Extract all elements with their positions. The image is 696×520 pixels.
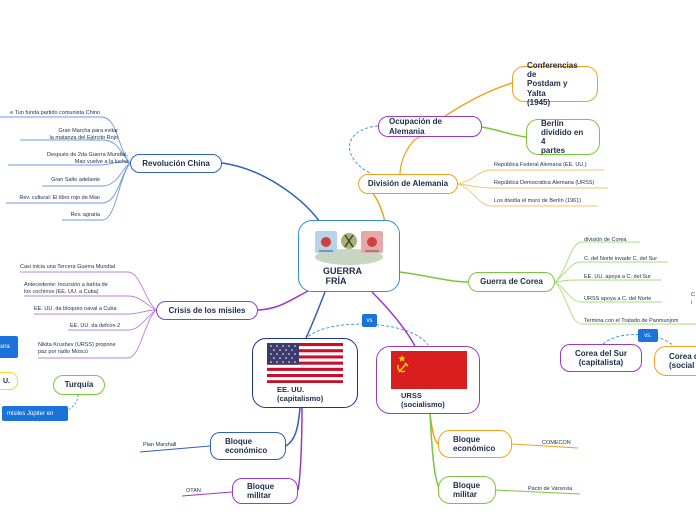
leaf-bloqueo-naval: EE. UU. da bloqueo naval a Cuba (34, 306, 117, 312)
urss-label: URSS(socialismo) (401, 391, 445, 409)
eeuu-card[interactable]: EE. UU.(capitalismo) (252, 338, 358, 408)
vs-corea-label: vs. (644, 332, 652, 339)
revolucion-china-node[interactable]: Revolución China (130, 154, 222, 173)
division-alemania-node[interactable]: División de Alemania (358, 174, 458, 194)
corea-sur-label: Corea del Sur(capitalista) (574, 348, 627, 367)
leaf-rev-cultural: Rev. cultural: El libro rojo de Mao (19, 195, 100, 201)
leaf-division-corea: división de Corea (584, 237, 627, 243)
partial-blue-box[interactable]: cera (0, 336, 18, 358)
vs-corea-badge[interactable]: vs. (638, 329, 658, 342)
eeuu-label: EE. UU.(capitalismo) (277, 385, 324, 403)
cold-war-illustration (315, 231, 383, 265)
leaf-cut-c: C (691, 292, 695, 298)
leaf-norte-invade: C. del Norte invade C. del Sur (584, 256, 658, 262)
leaf-panmunjom: Termina con el Tratado de Panmunjom (584, 318, 679, 324)
misiles-jupiter-box[interactable]: misiles Júpiter en (2, 406, 68, 421)
leaf-pacto-varsovia: Pacto de Varsovia (528, 486, 573, 492)
leaf-cut-i: i (691, 300, 693, 306)
leaf-rev-agraria: Rev. agraria (70, 212, 100, 218)
urss-card[interactable]: URSS(socialismo) (376, 346, 480, 414)
leaf-rfa: República Federal Alemana (EE. UU.) (494, 162, 587, 168)
partial-yellow-box[interactable]: U. (0, 372, 18, 390)
misiles-jupiter-label: misiles Júpiter en (7, 410, 54, 417)
crisis-misiles-label: Crisis de los misiles (168, 305, 246, 315)
leaf-comecon: COMECON (542, 440, 571, 446)
central-topic-title: GUERRA FRÍA (323, 266, 363, 286)
ocupacion-alemania-label: Ocupación de Alemania (389, 117, 442, 136)
crisis-misiles-node[interactable]: Crisis de los misiles (156, 301, 258, 320)
vs-badge[interactable]: vs (362, 314, 377, 327)
leaf-urss-apoya-norte: URSS apoya a C. del Norte (584, 296, 652, 302)
turquia-node[interactable]: Turquía (53, 375, 105, 395)
vs-label: vs (366, 317, 373, 324)
ocupacion-alemania-node[interactable]: Ocupación de Alemania (378, 116, 482, 137)
leaf-tercera-guerra: Casi inicia una Tercera Guerra Mundial (20, 264, 115, 270)
leaf-muro-berlin: Los dividía el muro de Berlín (1961) (494, 198, 582, 204)
leaf-otan: OTAN (186, 488, 201, 494)
ussr-flag-icon (391, 351, 467, 389)
leaf-despues-2da-guerra: Después de 2da Guerra Mundial,Mao vuelve… (46, 152, 128, 165)
revolucion-china-label: Revolución China (142, 158, 210, 168)
leaf-defcon-2: EE. UU. da defcon 2 (70, 323, 121, 329)
partial-yellow-box-label: U. (3, 377, 10, 385)
corea-norte-label: Corea d(social (669, 351, 696, 370)
leaf-rda: República Democrática Alemana (URSS) (494, 180, 595, 186)
usa-flag-icon (267, 343, 343, 383)
leaf-mao-funda-partido: e Tun funda partido comunista Chino (10, 110, 100, 116)
leaf-eeuu-apoya-sur: EE. UU. apoya a C. del Sur (584, 274, 651, 280)
corea-sur-node[interactable]: Corea del Sur(capitalista) (560, 344, 642, 372)
central-topic-guerra-fria[interactable]: GUERRA FRÍA (298, 220, 400, 292)
division-alemania-label: División de Alemania (367, 179, 449, 189)
leaf-gran-salto: Gran Salto adelante (51, 177, 100, 183)
partial-blue-box-label: cera (0, 344, 10, 350)
turquia-label: Turquía (64, 380, 94, 390)
corea-norte-node[interactable]: Corea d(social (654, 346, 696, 376)
guerra-corea-label: Guerra de Corea (480, 277, 543, 287)
leaf-plan-marshall: Plan Marshall (143, 442, 177, 448)
guerra-corea-node[interactable]: Guerra de Corea (468, 272, 555, 292)
